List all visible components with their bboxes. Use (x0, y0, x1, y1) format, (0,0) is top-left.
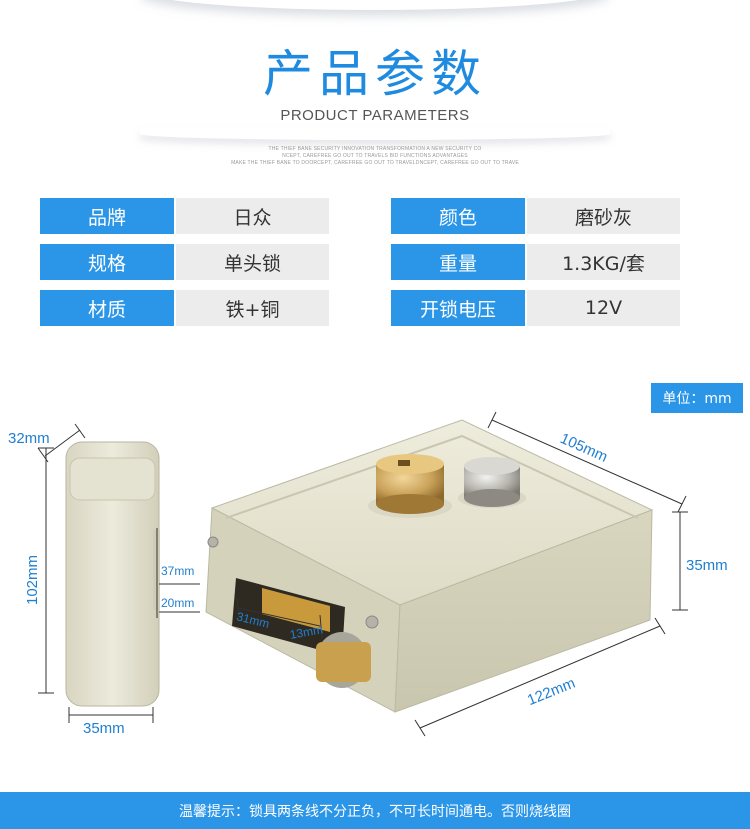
dim-bolt-top: 37mm (161, 564, 194, 578)
spec-value: 磨砂灰 (527, 198, 680, 234)
spec-row-weight: 重量 1.3KG/套 (391, 244, 680, 280)
top-decorative-arc (140, 0, 610, 10)
dim-side-height: 102mm (24, 555, 41, 605)
unit-badge: 单位：mm (651, 383, 743, 413)
title-underline-arc (140, 128, 610, 140)
dim-bolt-width: 13mm (289, 622, 324, 642)
tagline-line-3: MAKE THE THIEF BANE TO DOORCEPT, CAREFRE… (231, 160, 519, 166)
dim-bolt-bottom: 20mm (161, 596, 194, 610)
spec-value: 日众 (176, 198, 329, 234)
tagline-line-1: THE THIEF BANE SECURITY INNOVATION TRANS… (268, 146, 482, 152)
steel-release-button (458, 457, 526, 508)
spec-label: 品牌 (40, 198, 174, 234)
spec-row-spec: 规格 单头锁 (40, 244, 329, 280)
spec-row-voltage: 开锁电压 12V (391, 290, 680, 326)
spec-label: 材质 (40, 290, 174, 326)
spec-row-color: 颜色 磨砂灰 (391, 198, 680, 234)
spec-value: 1.3KG/套 (527, 244, 680, 280)
spec-label: 规格 (40, 244, 174, 280)
spec-value: 单头锁 (176, 244, 329, 280)
page-subtitle: PRODUCT PARAMETERS (280, 107, 470, 124)
body-dimension-lines (236, 411, 688, 737)
spec-value: 12V (527, 290, 680, 326)
lock-side-view (65, 441, 160, 707)
tagline-line-2: NCEPT, CAREFREE GO OUT TO TRAVELS BID FU… (282, 153, 468, 159)
dim-side-thickness: 32mm (8, 430, 50, 447)
brass-key-cylinder (368, 454, 452, 518)
spec-value: 铁+铜 (176, 290, 329, 326)
page-title: 产品参数 (263, 45, 487, 103)
spec-label: 开锁电压 (391, 290, 525, 326)
spec-label: 颜色 (391, 198, 525, 234)
dim-body-height: 35mm (686, 557, 728, 574)
spec-label: 重量 (391, 244, 525, 280)
product-diagram: 32mm 102mm 35mm 37mm 20mm (8, 411, 728, 737)
footer-warning: 温馨提示：锁具两条线不分正负，不可长时间通电。否则烧线圈 (0, 792, 750, 829)
dim-side-width: 35mm (83, 720, 125, 737)
side-dimension-lines (37, 423, 200, 723)
spec-row-material: 材质 铁+铜 (40, 290, 329, 326)
spec-row-brand: 品牌 日众 (40, 198, 329, 234)
